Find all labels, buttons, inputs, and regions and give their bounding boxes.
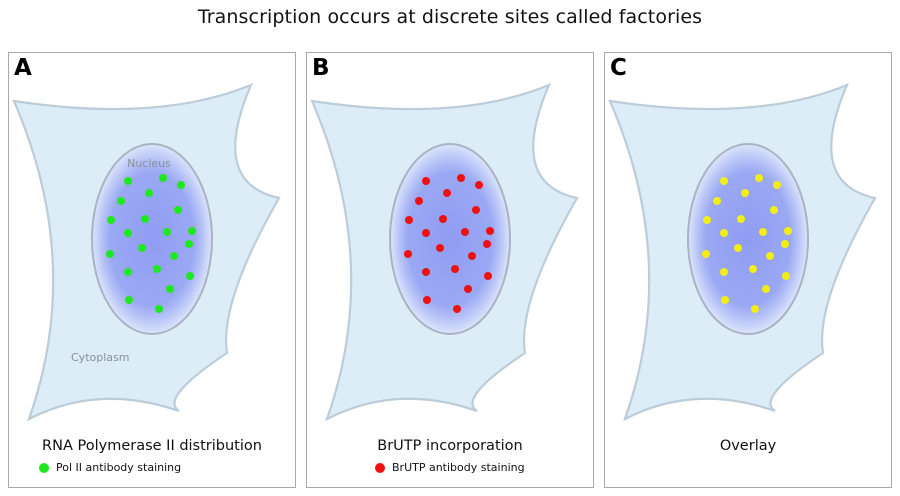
- caption-b: BrUTP incorporation: [377, 438, 523, 454]
- factory-dot: [125, 296, 133, 304]
- factory-dot: [188, 227, 196, 235]
- factory-dot: [734, 244, 742, 252]
- factory-dot: [117, 197, 125, 205]
- legend-a: Pol II antibody staining: [39, 461, 181, 474]
- factory-dot: [766, 252, 774, 260]
- factory-dot: [405, 216, 413, 224]
- factory-dot: [174, 206, 182, 214]
- factory-dot: [436, 244, 444, 252]
- factory-dot: [170, 252, 178, 260]
- cytoplasm-label: Cytoplasm: [71, 351, 129, 364]
- factory-dot: [702, 250, 710, 258]
- panel-b: B BrUTP incorporation BrUTP antibody sta…: [306, 52, 594, 488]
- factory-dot: [443, 189, 451, 197]
- factory-dot: [721, 296, 729, 304]
- factory-dot: [483, 240, 491, 248]
- factory-dot: [464, 285, 472, 293]
- legend-label-b: BrUTP antibody staining: [392, 461, 525, 474]
- factory-dot: [439, 215, 447, 223]
- panel-letter-a: A: [14, 55, 32, 81]
- factory-dot: [781, 240, 789, 248]
- caption-a: RNA Polymerase II distribution: [42, 438, 262, 454]
- factory-dot: [703, 216, 711, 224]
- factory-dot: [422, 268, 430, 276]
- factory-dot: [138, 244, 146, 252]
- factory-dot: [468, 252, 476, 260]
- factory-dot: [185, 240, 193, 248]
- factory-dot: [484, 272, 492, 280]
- factory-dot: [782, 272, 790, 280]
- factory-dot: [124, 177, 132, 185]
- legend-b: BrUTP antibody staining: [375, 461, 525, 474]
- cell-diagram-b: [310, 82, 579, 422]
- factory-dot: [153, 265, 161, 273]
- factory-dot: [457, 174, 465, 182]
- factory-dot: [773, 181, 781, 189]
- factory-dot: [461, 228, 469, 236]
- nucleus: [91, 143, 213, 335]
- factory-dot: [737, 215, 745, 223]
- factory-dot: [741, 189, 749, 197]
- factory-dot: [145, 189, 153, 197]
- factory-dot: [770, 206, 778, 214]
- factory-dot: [422, 177, 430, 185]
- legend-dot-green-icon: [39, 462, 49, 473]
- factory-dot: [155, 305, 163, 313]
- factory-dot: [784, 227, 792, 235]
- factory-dot: [451, 265, 459, 273]
- factory-dot: [759, 228, 767, 236]
- factory-dot: [720, 268, 728, 276]
- factory-dot: [141, 215, 149, 223]
- nucleus: [687, 143, 809, 335]
- factory-dot: [423, 296, 431, 304]
- factory-dot: [720, 229, 728, 237]
- factory-dot: [749, 265, 757, 273]
- figure-title: Transcription occurs at discrete sites c…: [197, 6, 703, 28]
- factory-dot: [762, 285, 770, 293]
- panel-c: C Overlay: [604, 52, 892, 488]
- legend-label-a: Pol II antibody staining: [56, 461, 182, 474]
- factory-dot: [166, 285, 174, 293]
- factory-dot: [124, 229, 132, 237]
- factory-dot: [720, 177, 728, 185]
- factory-dot: [475, 181, 483, 189]
- legend-dot-red-icon: [375, 462, 385, 473]
- factory-dot: [751, 305, 759, 313]
- factory-dot: [755, 174, 763, 182]
- factory-dot: [453, 305, 461, 313]
- panel-letter-b: B: [312, 55, 330, 81]
- factory-dot: [404, 250, 412, 258]
- caption-c: Overlay: [719, 438, 777, 454]
- factory-dot: [177, 181, 185, 189]
- factory-dot: [124, 268, 132, 276]
- factory-dot: [163, 228, 171, 236]
- cell-diagram-c: [608, 82, 877, 422]
- panel-letter-c: C: [610, 55, 627, 81]
- factory-dot: [422, 229, 430, 237]
- factory-dot: [472, 206, 480, 214]
- factory-dot: [186, 272, 194, 280]
- factory-dot: [486, 227, 494, 235]
- factory-dot: [107, 216, 115, 224]
- nucleus: [389, 143, 511, 335]
- factory-dot: [106, 250, 114, 258]
- factory-dot: [159, 174, 167, 182]
- factory-dot: [415, 197, 423, 205]
- nucleus-label: Nucleus: [127, 157, 171, 170]
- factory-dot: [713, 197, 721, 205]
